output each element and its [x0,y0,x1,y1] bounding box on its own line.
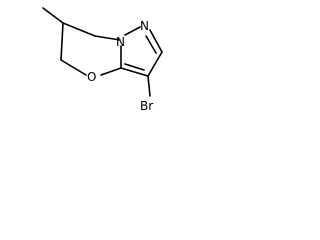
atom-label-n-pyrazole: N [140,19,149,33]
atom-label-n-bridge: N [116,35,125,49]
molecule-structure-diagram: N N O Br [42,7,163,113]
bond-n-n [124,26,141,36]
bond-c3-c3a-inner [124,63,145,71]
atom-label-oxygen: O [87,70,96,84]
bond-c6-c7 [62,22,96,37]
bond-methyl [42,7,64,24]
bond-c7-n [94,35,121,41]
bond-c2-c3 [147,51,163,77]
atom-label-bromine: Br [140,99,153,113]
bond-c3-c3a [120,67,149,77]
bond-c6-c5 [60,22,64,61]
bond-c5-o [60,59,87,76]
bond-o-c3a [100,67,122,76]
bond-n-c2 [149,29,163,53]
bond-c3-br [147,75,151,97]
bond-n-c2-inner [145,35,157,54]
